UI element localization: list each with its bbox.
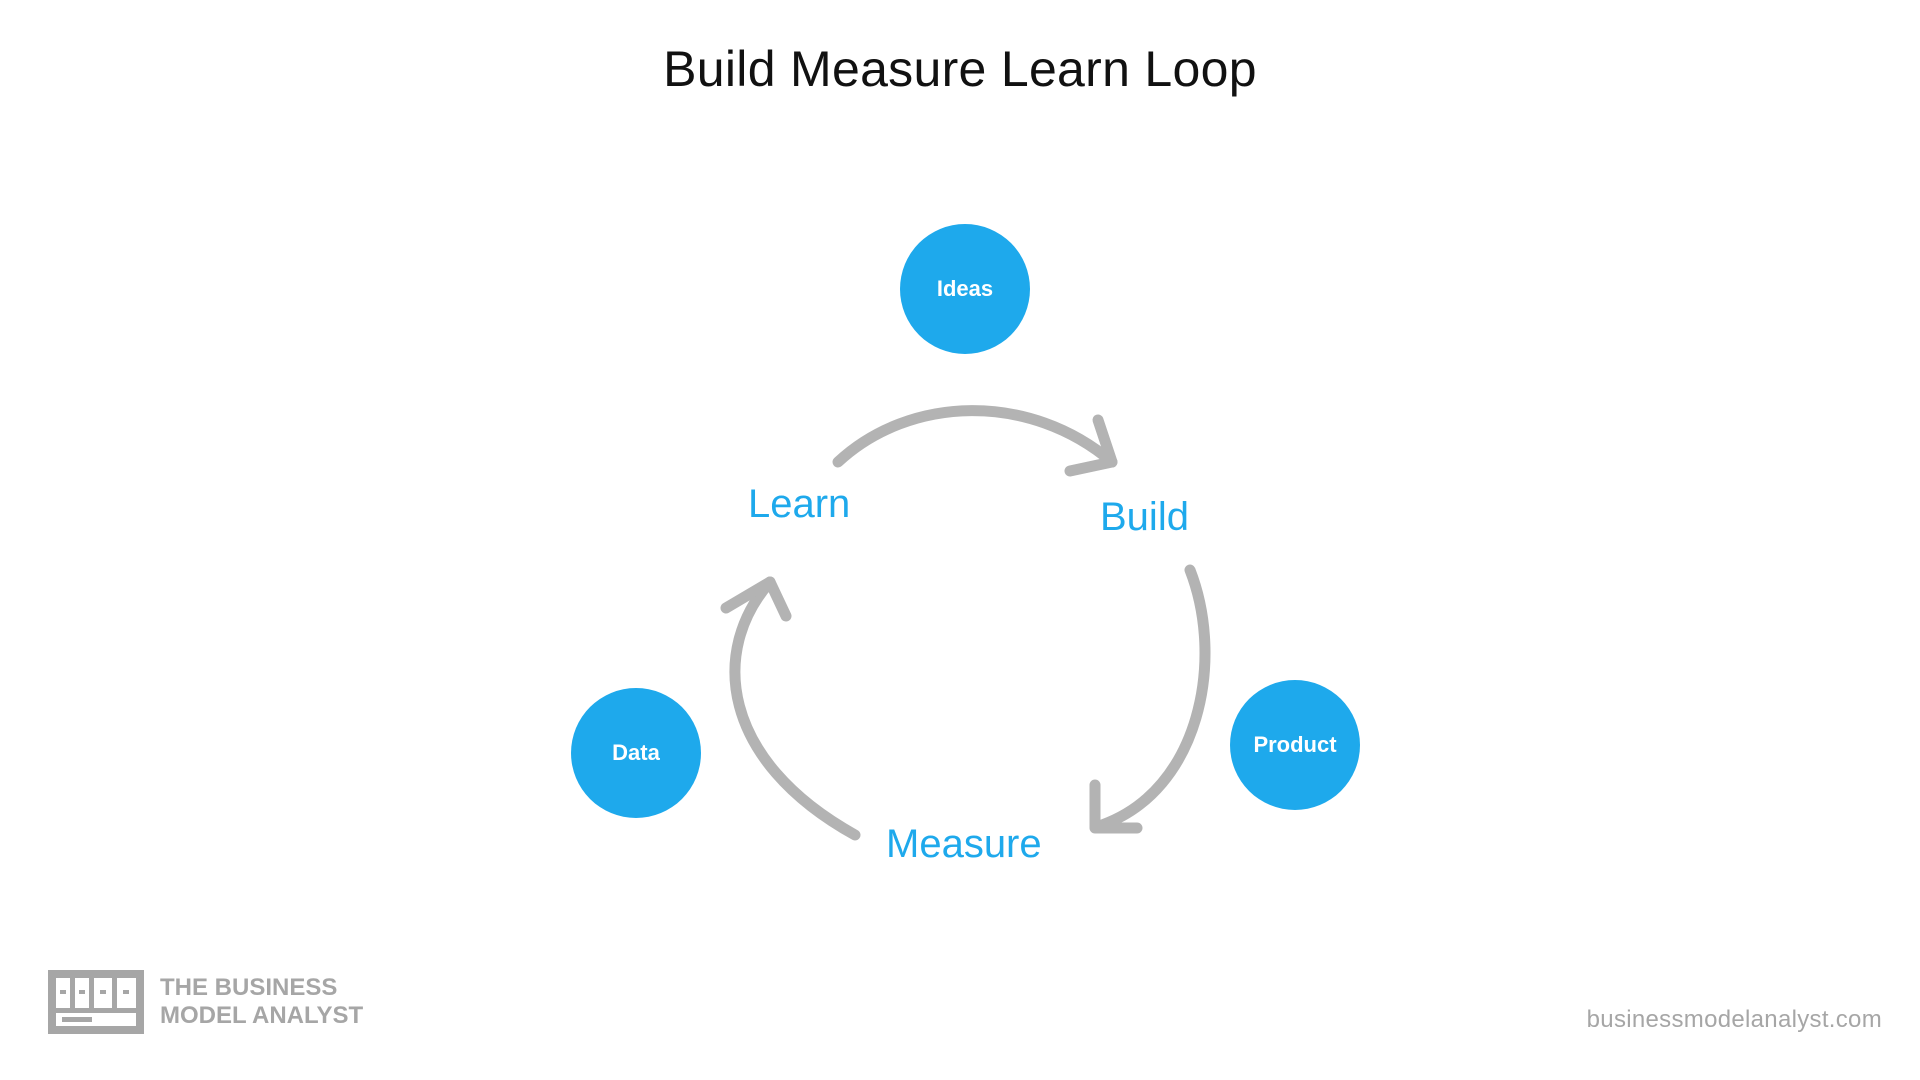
node-product-label: Product: [1253, 732, 1337, 757]
brand-logo: THE BUSINESS MODEL ANALYST: [48, 970, 363, 1034]
node-data: Data: [571, 688, 701, 818]
node-data-label: Data: [612, 740, 660, 765]
node-ideas: Ideas: [900, 224, 1030, 354]
arrow-measure-to-learn: [729, 576, 861, 841]
arrow-learn-to-build: [832, 405, 1118, 468]
arrow-head-build: [1064, 414, 1118, 477]
arrow-head-learn: [720, 576, 792, 622]
stage-build: Build: [1100, 495, 1189, 539]
arrow-head-measure: [1089, 779, 1143, 834]
brand-name: THE BUSINESS MODEL ANALYST: [160, 974, 363, 1030]
stage-measure: Measure: [886, 822, 1042, 866]
footer-url[interactable]: businessmodelanalyst.com: [1586, 1006, 1882, 1033]
brand-name-line2: MODEL ANALYST: [160, 1002, 364, 1029]
node-ideas-label: Ideas: [936, 276, 994, 301]
brand-logo-icon: [48, 970, 144, 1034]
brand-name-line1: THE BUSINESS: [160, 974, 338, 1001]
node-product: Product: [1230, 680, 1360, 810]
arrow-build-to-measure: [1096, 564, 1211, 831]
page-title: Build Measure Learn Loop: [663, 41, 1257, 97]
stage-learn: Learn: [748, 482, 851, 526]
